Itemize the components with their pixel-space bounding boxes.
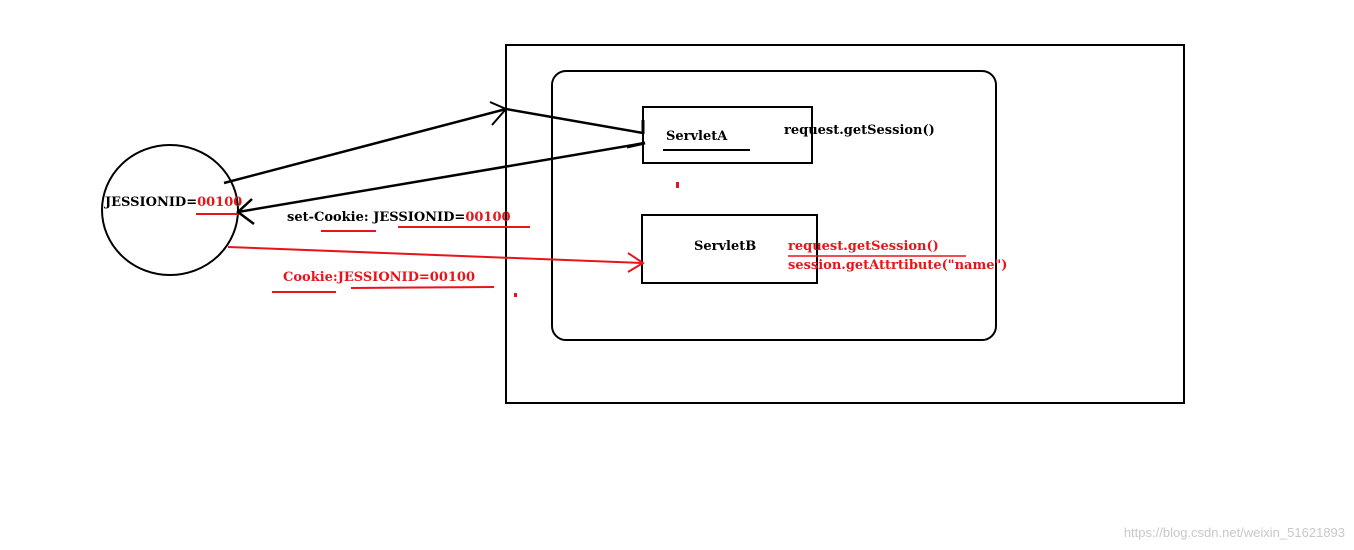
request-arrow-to-servlet-a bbox=[223, 107, 644, 185]
servlet-b-box bbox=[641, 214, 818, 284]
container-box bbox=[551, 70, 997, 341]
client-label-prefix: JESSIONID= bbox=[104, 195, 197, 210]
red-dot-mark bbox=[514, 293, 517, 297]
servlet-b-label: ServletB bbox=[694, 239, 756, 254]
servlet-a-response-tick bbox=[626, 141, 646, 149]
servlet-b-note-line2: session.getAttrtibute("name") bbox=[788, 258, 1007, 273]
red-dot-mark bbox=[676, 182, 679, 188]
watermark-text: https://blog.csdn.net/weixin_51621893 bbox=[1124, 525, 1345, 540]
client-label-value: 00100 bbox=[197, 195, 242, 210]
request-arrow-to-servlet-b bbox=[227, 246, 644, 264]
servlet-a-note: request.getSession() bbox=[784, 123, 935, 138]
request-label: Cookie:JESSIONID=00100 bbox=[283, 270, 475, 285]
response-label-value: 00100 bbox=[465, 210, 510, 225]
request-b-arrowhead bbox=[627, 252, 645, 273]
response-label: set-Cookie: JESSIONID=00100 bbox=[287, 210, 511, 225]
servlet-a-box bbox=[642, 106, 813, 164]
client-label: JESSIONID=00100 bbox=[104, 195, 242, 210]
bend-arrowhead bbox=[489, 101, 508, 126]
response-arrowhead bbox=[236, 198, 255, 225]
response-arrow-line bbox=[237, 141, 646, 214]
servlet-b-note-line1: request.getSession() bbox=[788, 239, 939, 254]
client-circle bbox=[101, 144, 239, 276]
response-label-prefix: set-Cookie: JESSIONID= bbox=[287, 210, 465, 225]
server-outer-box bbox=[505, 44, 1185, 404]
servlet-a-label: ServletA bbox=[666, 129, 728, 144]
request-underline-2 bbox=[350, 286, 495, 289]
